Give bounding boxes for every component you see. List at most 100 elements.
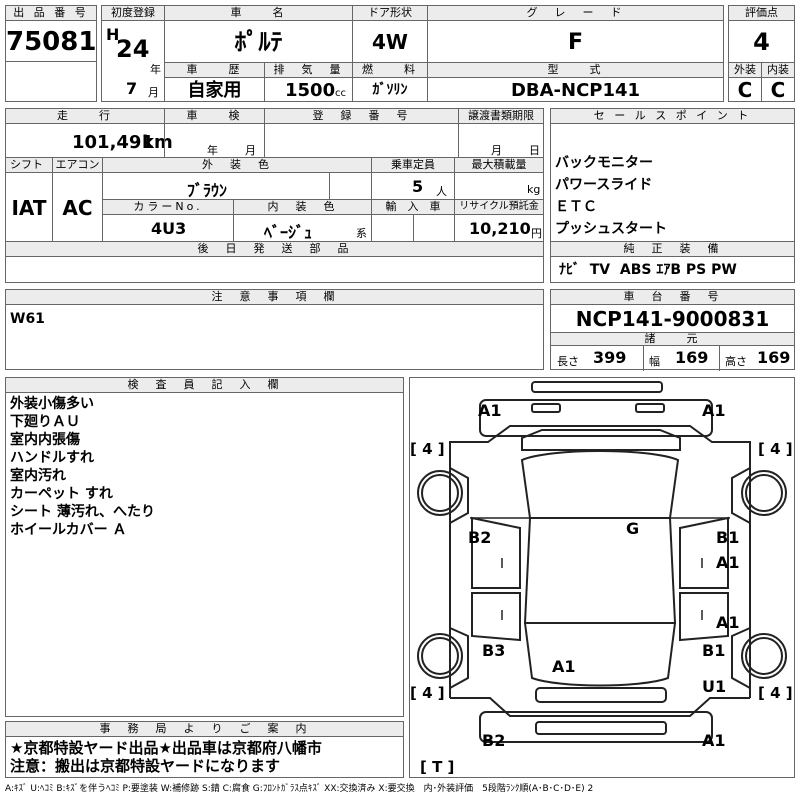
rear-window: [523, 622, 677, 687]
shift-value: IAT: [5, 172, 53, 242]
history-label: 車 歴: [164, 62, 265, 78]
wheels: [417, 470, 787, 679]
car-name-value: ﾎﾟﾙﾃ: [164, 20, 353, 63]
exterior-color-label: 外 装 色: [102, 157, 372, 173]
exterior-color-box: ﾌﾞﾗｳﾝ: [102, 172, 372, 201]
registration-number-box: [264, 123, 459, 158]
grade-label: グ レ ー ド: [427, 5, 724, 21]
mark-u1-right: U1: [702, 677, 726, 696]
aircon-value: AC: [52, 172, 103, 242]
interior-color-unit: 系: [356, 227, 367, 240]
front-bumper: [479, 399, 713, 437]
interior-color-label: 内 装 色: [233, 199, 372, 215]
recycle-unit: 円: [531, 227, 542, 240]
width-label: 幅: [649, 355, 660, 368]
lot-number-value: 75081: [5, 20, 97, 62]
front-right-door: [679, 516, 729, 589]
sales-point-item: バックモニター: [555, 155, 653, 171]
fuel-value: ｶﾞｿﾘﾝ: [352, 77, 428, 102]
mark-rear-left: B2: [482, 731, 505, 750]
recycle-label: リサイクル預託金: [454, 199, 544, 215]
chassis-number-label: 車 台 番 号: [550, 289, 795, 305]
rear-left-door: [471, 592, 521, 642]
inspector-note-line: カーペット すれ: [10, 486, 113, 502]
exterior-grade-label: 外装: [728, 62, 762, 78]
year-unit: 年: [150, 63, 161, 76]
body-sides: [449, 458, 751, 698]
later-parts-box: [5, 256, 544, 283]
mark-a1-right-2: A1: [716, 613, 740, 632]
inspector-note-line: 室内汚れ: [10, 468, 66, 484]
inspection-month-unit: 月: [245, 144, 256, 157]
capacity-value: 5: [412, 177, 424, 196]
inspector-note-line: 室内内張傷: [10, 432, 80, 448]
sales-point-label: セ ー ル ス ポ イ ン ト: [550, 108, 795, 124]
model-value: DBA-NCP141: [427, 77, 724, 102]
inspection-label: 車 検: [164, 108, 265, 124]
front-left-door: [471, 516, 521, 589]
notes-value: W61: [5, 304, 544, 370]
recycle-box: 10,210 円: [454, 214, 544, 242]
displacement-value: 1500: [285, 80, 336, 101]
exterior-grade-value: C: [728, 77, 762, 102]
inspector-notes-label: 検 査 員 記 入 欄: [5, 377, 404, 393]
score-value: 4: [728, 20, 795, 63]
mark-tire-rear-left: [ 4 ]: [410, 684, 445, 702]
door-type-label: ドア形状: [352, 5, 428, 21]
interior-grade-value: C: [761, 77, 795, 102]
office-notice-line: 注意：搬出は京都特設ヤードになります: [10, 757, 281, 775]
length-label: 長さ: [557, 355, 579, 368]
legend-footer: A:ｷｽﾞ U:ﾍｺﾐ B:ｷｽﾞを伴うﾍｺﾐ P:要塗装 W:補修跡 S:錆 …: [5, 784, 594, 794]
mark-b2-left: B2: [468, 528, 491, 547]
notes-label: 注 意 事 項 欄: [5, 289, 544, 305]
sales-point-item: プッシュスタート: [555, 221, 667, 237]
sales-point-item: パワースライド: [555, 177, 653, 193]
interior-grade-label: 内装: [761, 62, 795, 78]
inspector-note-line: ホイールカバー Ａ: [10, 522, 127, 538]
registration-month: 7: [126, 79, 138, 98]
car-diagram-svg: A1 A1 [ 4 ] [ 4 ] G B2 B1 A1 A1 B3 A1 B1…: [410, 381, 793, 776]
later-parts-label: 後 日 発 送 部 品: [5, 241, 544, 257]
inspector-notes-box: 外装小傷多い 下廻りＡＵ 室内内張傷 ハンドルすれ 室内汚れ カーペット すれ …: [5, 392, 404, 717]
displacement-unit: cc: [335, 88, 346, 99]
exterior-color-value: ﾌﾞﾗｳﾝ: [187, 181, 228, 200]
displacement-box: 1500 cc: [264, 77, 353, 102]
mark-a1-right-1: A1: [716, 553, 740, 572]
hood-outline: [449, 425, 751, 458]
model-label: 型 式: [427, 62, 724, 78]
mark-a1-center: A1: [552, 657, 576, 676]
registration-number-label: 登 録 番 号: [264, 108, 459, 124]
sales-point-box: バックモニター パワースライド ＥＴＣ プッシュスタート: [550, 123, 795, 242]
transfer-month-unit: 月: [491, 144, 502, 157]
transfer-doc-box: 月 日: [458, 123, 544, 158]
length-value: 399: [593, 348, 627, 367]
first-registration-label: 初度登録: [101, 5, 165, 21]
chassis-number-value: NCP141-9000831: [550, 304, 795, 333]
office-notice-label: 事 務 局 よ り ご 案 内: [5, 721, 404, 737]
aircon-label: エアコン: [52, 157, 103, 173]
inspector-note-line: 下廻りＡＵ: [10, 414, 80, 430]
roof: [523, 517, 677, 624]
front-bumper-top: [531, 381, 663, 393]
registration-year: 24: [116, 35, 150, 63]
lot-number-blank: [5, 61, 97, 102]
color-number-box: 4U3: [102, 214, 234, 242]
damage-diagram: A1 A1 [ 4 ] [ 4 ] G B2 B1 A1 A1 B3 A1 B1…: [409, 377, 795, 778]
mileage-unit: km: [142, 132, 173, 153]
office-notice-line: ★京都特設ヤード出品★出品車は京都府八幡市: [10, 739, 322, 757]
office-notice-box: ★京都特設ヤード出品★出品車は京都府八幡市 注意：搬出は京都特設ヤードになります: [5, 736, 404, 778]
transfer-doc-label: 譲渡書類期限: [458, 108, 544, 124]
mark-b1-right: B1: [716, 528, 739, 547]
windshield: [520, 450, 680, 519]
inspection-box: 年 月: [164, 123, 265, 158]
mileage-label: 走 行: [5, 108, 165, 124]
width-value: 169: [675, 348, 709, 367]
interior-color-box: ﾍﾞｰｼﾞｭ 系: [233, 214, 372, 242]
max-load-box: kg: [454, 172, 544, 200]
rear-panel: [450, 697, 750, 717]
mark-tire-front-left: [ 4 ]: [410, 440, 445, 458]
inspector-note-line: シート 薄汚れ、へたり: [10, 504, 156, 520]
era-letter: H: [106, 25, 120, 44]
fuel-label: 燃 料: [352, 62, 428, 78]
capacity-label: 乗車定員: [371, 157, 455, 173]
